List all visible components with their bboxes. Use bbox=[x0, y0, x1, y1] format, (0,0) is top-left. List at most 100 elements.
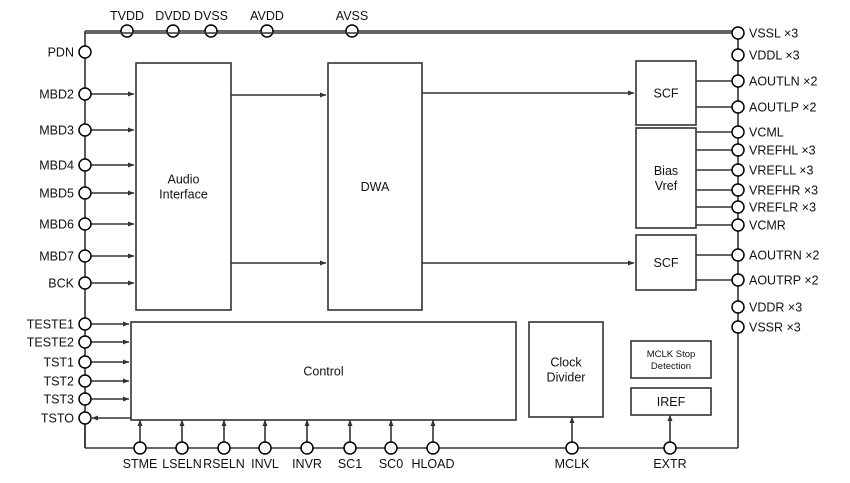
right-pin-vcml[interactable]: VCML bbox=[696, 125, 784, 140]
pin-circle bbox=[345, 24, 359, 38]
pin-label: RSELN bbox=[203, 457, 245, 471]
pin-label: AOUTLP ×2 bbox=[749, 101, 817, 115]
left-pin-mbd3[interactable]: MBD3 bbox=[39, 123, 135, 138]
left-pin-tst2[interactable]: TST2 bbox=[43, 374, 130, 389]
right-pin-vssl[interactable]: VSSL ×3 bbox=[85, 26, 798, 41]
left-pin-tst3[interactable]: TST3 bbox=[43, 392, 130, 407]
block-outline bbox=[630, 387, 712, 416]
left-pin-tst1[interactable]: TST1 bbox=[43, 355, 130, 370]
bottom-pin-sc1[interactable]: SC1 bbox=[338, 419, 362, 471]
pin-circle bbox=[731, 200, 745, 214]
top-pin-avdd[interactable]: AVDD bbox=[250, 9, 284, 38]
interconnect-wires bbox=[84, 90, 635, 448]
block-label: Clock bbox=[550, 355, 582, 369]
pin-label: VCMR bbox=[749, 219, 786, 233]
bottom-pin-sc0[interactable]: SC0 bbox=[379, 419, 403, 471]
left-pin-mbd4[interactable]: MBD4 bbox=[39, 158, 135, 173]
bottom-pin-mclk[interactable]: MCLK bbox=[555, 416, 590, 471]
pin-label: MBD6 bbox=[39, 218, 74, 232]
bottom-pin-rseln[interactable]: RSELN bbox=[203, 419, 245, 471]
pin-label: VSSR ×3 bbox=[749, 321, 801, 335]
pin-circle bbox=[78, 158, 92, 172]
pin-circle bbox=[78, 335, 92, 349]
pin-label: SC1 bbox=[338, 457, 362, 471]
pin-circle bbox=[166, 24, 180, 38]
pin-label: INVR bbox=[292, 457, 322, 471]
bottom-pin-invr[interactable]: INVR bbox=[292, 419, 322, 471]
block-label: Detection bbox=[651, 361, 691, 372]
pin-circle bbox=[217, 441, 231, 455]
top-pin-tvdd[interactable]: TVDD bbox=[110, 9, 144, 38]
right-pin-aoutrn[interactable]: AOUTRN ×2 bbox=[696, 248, 820, 263]
pin-label: AOUTRP ×2 bbox=[749, 274, 819, 288]
right-pin-vrefhr[interactable]: VREFHR ×3 bbox=[696, 183, 818, 198]
left-pin-teste1[interactable]: TESTE1 bbox=[27, 317, 130, 332]
pin-label: LSELN bbox=[162, 457, 202, 471]
pin-circle bbox=[260, 24, 274, 38]
pin-circle bbox=[78, 276, 92, 290]
right-pin-aoutlp[interactable]: AOUTLP ×2 bbox=[696, 100, 817, 115]
right-pin-vreflr[interactable]: VREFLR ×3 bbox=[696, 200, 816, 215]
block-outline bbox=[630, 340, 712, 379]
block-label: Divider bbox=[547, 370, 586, 384]
bottom-pin-lseln[interactable]: LSELN bbox=[162, 419, 202, 471]
pin-label: TESTE2 bbox=[27, 336, 74, 350]
block-outline bbox=[130, 321, 517, 421]
pin-circle bbox=[731, 183, 745, 197]
left-pin-bck[interactable]: BCK bbox=[48, 276, 135, 291]
left-pin-mbd7[interactable]: MBD7 bbox=[39, 249, 135, 264]
pin-label: MBD2 bbox=[39, 88, 74, 102]
block-label: Bias bbox=[654, 164, 678, 178]
pin-circle bbox=[731, 273, 745, 287]
pin-label: PDN bbox=[48, 46, 74, 60]
pin-circle bbox=[731, 218, 745, 232]
pin-circle bbox=[78, 374, 92, 388]
bottom-pin-stme[interactable]: STME bbox=[123, 419, 158, 471]
right-pin-vddl[interactable]: VDDL ×3 bbox=[731, 48, 800, 63]
pin-label: AOUTRN ×2 bbox=[749, 249, 820, 263]
left-pin-mbd2[interactable]: MBD2 bbox=[39, 87, 135, 102]
functional-blocks: AudioInterfaceDWASCFBiasVrefSCFControlCl… bbox=[130, 60, 712, 421]
left-pin-tsto[interactable]: TSTO bbox=[41, 411, 131, 426]
pin-label: EXTR bbox=[653, 457, 686, 471]
right-pin-vrefll[interactable]: VREFLL ×3 bbox=[696, 163, 814, 178]
left-pin-mbd6[interactable]: MBD6 bbox=[39, 217, 135, 232]
pin-circle bbox=[663, 441, 677, 455]
pin-circle bbox=[78, 217, 92, 231]
pin-label: BCK bbox=[48, 277, 74, 291]
pin-label: DVSS bbox=[194, 9, 228, 23]
block-label: SCF bbox=[654, 256, 679, 270]
right-pin-vcmr[interactable]: VCMR bbox=[696, 218, 786, 233]
right-pin-vddr[interactable]: VDDR ×3 bbox=[731, 300, 802, 315]
bottom-pin-hload[interactable]: HLOAD bbox=[411, 419, 455, 471]
pin-label: VDDL ×3 bbox=[749, 49, 800, 63]
right-pin-vrefhl[interactable]: VREFHL ×3 bbox=[696, 143, 816, 158]
right-pin-vssr[interactable]: VSSR ×3 bbox=[731, 320, 801, 335]
bottom-pin-invl[interactable]: INVL bbox=[251, 419, 279, 471]
pin-label: TVDD bbox=[110, 9, 144, 23]
pin-label: DVDD bbox=[155, 9, 190, 23]
right-pin-aoutln[interactable]: AOUTLN ×2 bbox=[696, 74, 817, 89]
pin-label: TSTO bbox=[41, 412, 74, 426]
top-pin-avss[interactable]: AVSS bbox=[336, 9, 368, 38]
pin-circle bbox=[78, 317, 92, 331]
right-pin-aoutrp[interactable]: AOUTRP ×2 bbox=[696, 273, 819, 288]
block-scf-top: SCF bbox=[635, 60, 697, 126]
left-pin-pdn[interactable]: PDN bbox=[48, 45, 92, 60]
top-pin-dvss[interactable]: DVSS bbox=[194, 9, 228, 38]
pin-label: AVDD bbox=[250, 9, 284, 23]
pin-label: TST1 bbox=[43, 356, 74, 370]
pin-label: VREFLR ×3 bbox=[749, 201, 816, 215]
left-pin-teste2[interactable]: TESTE2 bbox=[27, 335, 130, 350]
top-pin-dvdd[interactable]: DVDD bbox=[155, 9, 191, 38]
left-pin-mbd5[interactable]: MBD5 bbox=[39, 186, 135, 201]
pin-circle bbox=[78, 355, 92, 369]
block-control: Control bbox=[130, 321, 517, 421]
bottom-pin-extr[interactable]: EXTR bbox=[653, 414, 687, 471]
block-outline bbox=[528, 321, 604, 418]
pin-circle bbox=[78, 411, 92, 425]
